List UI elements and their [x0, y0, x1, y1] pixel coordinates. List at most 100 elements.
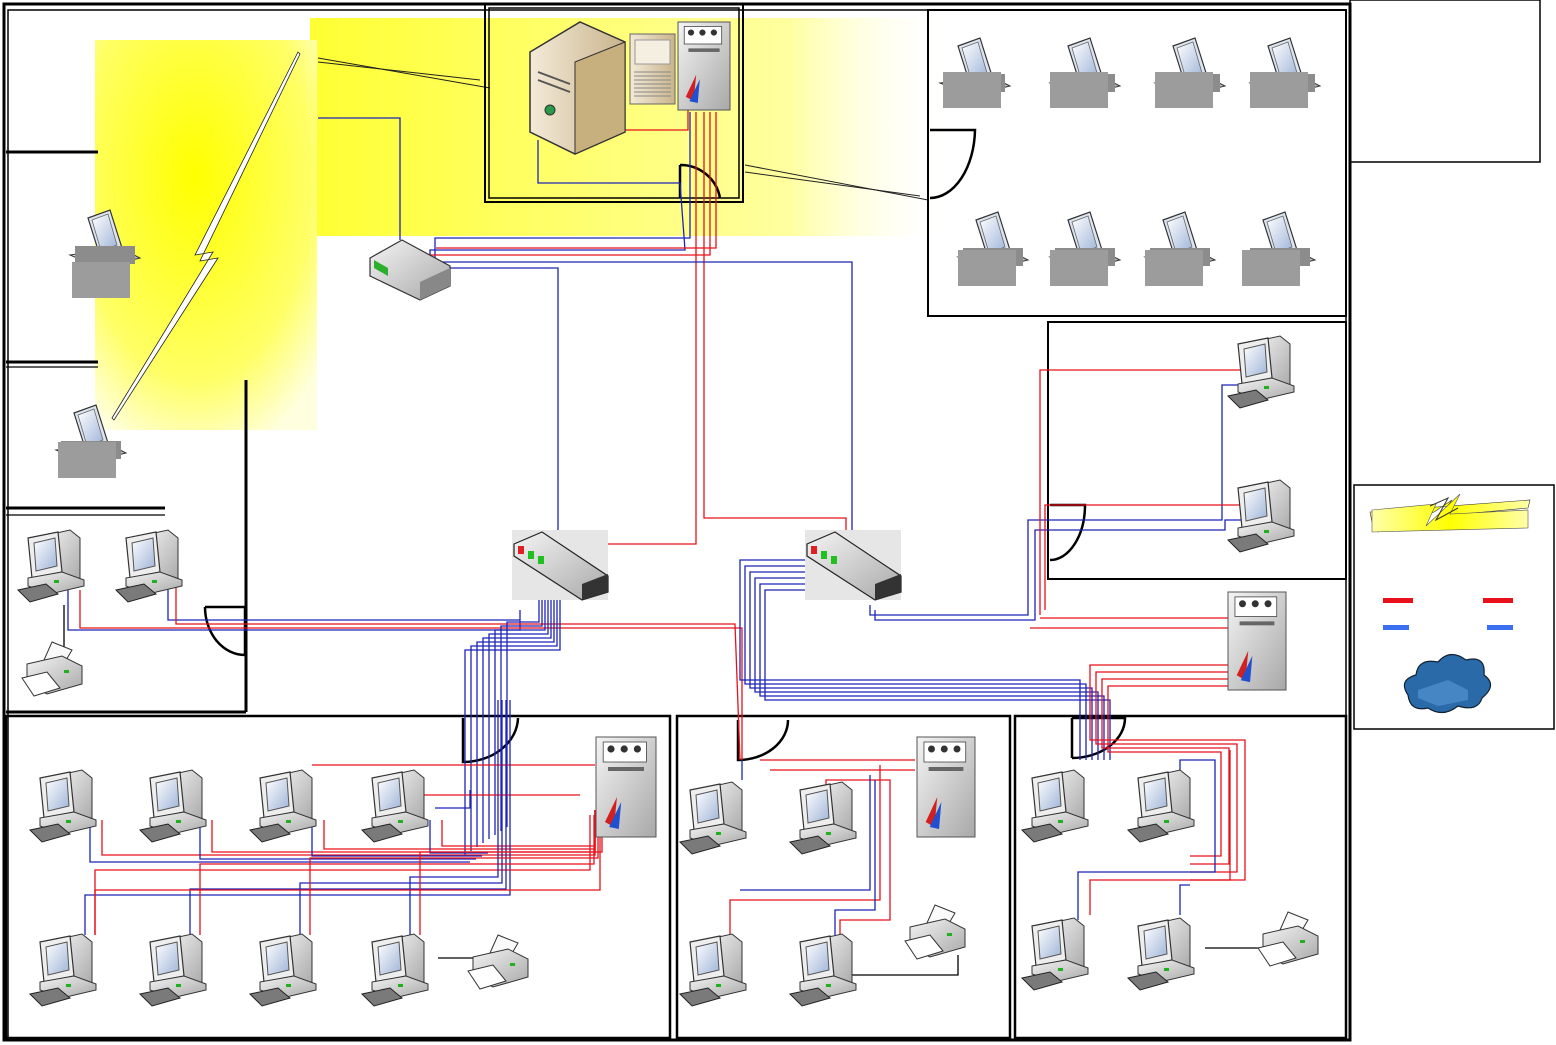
network-cable: [476, 600, 555, 847]
power-cable: [585, 112, 697, 545]
network-cable: [749, 571, 1093, 760]
network-cable: [199, 820, 476, 860]
wall: [1353, 484, 1555, 730]
network-cable: [464, 600, 561, 855]
power-cable: [436, 112, 717, 249]
power-cable: [729, 765, 881, 935]
door: [203, 605, 247, 657]
network-cable: [1077, 759, 1216, 920]
desktop-computer-icon: [16, 529, 85, 603]
network-cable: [1179, 884, 1190, 915]
desktop-computer-icon: [360, 769, 429, 843]
power-cable: [79, 590, 743, 760]
door: [678, 163, 722, 199]
power-cable: [825, 779, 891, 935]
network-cable: [874, 519, 1248, 621]
legend-power-swatch: [1483, 598, 1513, 603]
desktop-computer-icon: [360, 933, 429, 1007]
network-cable: [89, 820, 470, 863]
door: [736, 719, 790, 762]
router-icon: [369, 239, 451, 301]
power-cable: [175, 585, 741, 761]
network-cable: [834, 780, 876, 935]
network-cable: [740, 775, 871, 891]
wall: [927, 9, 1347, 317]
wall: [488, 7, 740, 199]
network-switch-icon: [512, 530, 609, 601]
legend-power-swatch: [1383, 598, 1413, 603]
ups-cabinet-icon: [1227, 591, 1287, 691]
power-cable: [1089, 750, 1231, 915]
wall: [1047, 321, 1347, 580]
network-cable: [440, 267, 559, 540]
wireless-zigzag-icon: [111, 51, 301, 421]
network-cable: [167, 585, 520, 621]
laptop-icon: [68, 209, 142, 269]
wireless-beam: [317, 61, 481, 81]
device-label-plate: [1050, 250, 1108, 286]
power-cable: [309, 815, 599, 935]
server-tower-icon: [529, 21, 626, 155]
network-cable: [744, 565, 1087, 760]
desktop-computer-icon: [1126, 769, 1195, 843]
device-label-plate: [1242, 250, 1300, 286]
network-cable: [434, 112, 691, 258]
network-cable: [500, 600, 543, 831]
wall: [484, 3, 744, 203]
network-cable: [482, 600, 552, 843]
desktop-computer-icon: [138, 933, 207, 1007]
desktop-computer-icon: [248, 933, 317, 1007]
power-cable: [419, 815, 603, 935]
network-cable: [409, 700, 499, 935]
desktop-computer-icon: [788, 781, 857, 855]
device-label-plate: [1145, 250, 1203, 286]
legend-network-swatch: [1487, 625, 1513, 630]
desktop-computer-icon: [678, 933, 747, 1007]
network-cable: [84, 700, 511, 935]
device-label-plate: [58, 442, 116, 478]
desktop-computer-icon: [1020, 917, 1089, 991]
door: [461, 717, 520, 764]
network-cable: [429, 820, 488, 854]
legend-network-swatch: [1383, 625, 1409, 630]
power-cable: [199, 815, 595, 935]
network-cable: [764, 589, 1111, 760]
desktop-computer-icon: [114, 529, 183, 603]
printer-icon: [467, 934, 529, 990]
network-cable: [318, 117, 401, 240]
network-cable: [470, 600, 558, 851]
power-cable: [430, 112, 711, 256]
network-cable: [299, 700, 503, 935]
printer-icon: [1257, 911, 1319, 967]
power-cable: [1089, 664, 1246, 881]
network-cable: [754, 577, 1099, 760]
storage-cabinet-icon: [629, 33, 676, 105]
power-cable: [94, 835, 601, 935]
desktop-computer-icon: [248, 769, 317, 843]
device-label-plate: [943, 72, 1001, 108]
power-cable: [620, 110, 689, 131]
ups-cabinet-icon: [916, 736, 976, 838]
device-label-plate: [1050, 72, 1108, 108]
network-switch-icon: [805, 530, 902, 601]
desktop-computer-icon: [1226, 479, 1295, 553]
desktop-computer-icon: [788, 933, 857, 1007]
desktop-computer-icon: [1226, 335, 1295, 409]
network-cable: [440, 261, 853, 540]
desktop-computer-icon: [1126, 917, 1195, 991]
network-cable: [869, 384, 1250, 616]
desktop-computer-icon: [1020, 769, 1089, 843]
wireless-beam: [317, 57, 491, 89]
power-cable: [1101, 678, 1230, 865]
wall: [1349, 0, 1541, 163]
printer-icon: [21, 641, 83, 697]
power-cable: [441, 810, 596, 847]
network-cable: [506, 600, 540, 827]
power-cable: [1039, 369, 1248, 615]
power-cable: [1095, 671, 1238, 873]
wall: [4, 714, 672, 1040]
power-cable: [1107, 685, 1230, 857]
network-cable: [189, 700, 507, 935]
ups-cabinet-icon: [595, 736, 657, 838]
